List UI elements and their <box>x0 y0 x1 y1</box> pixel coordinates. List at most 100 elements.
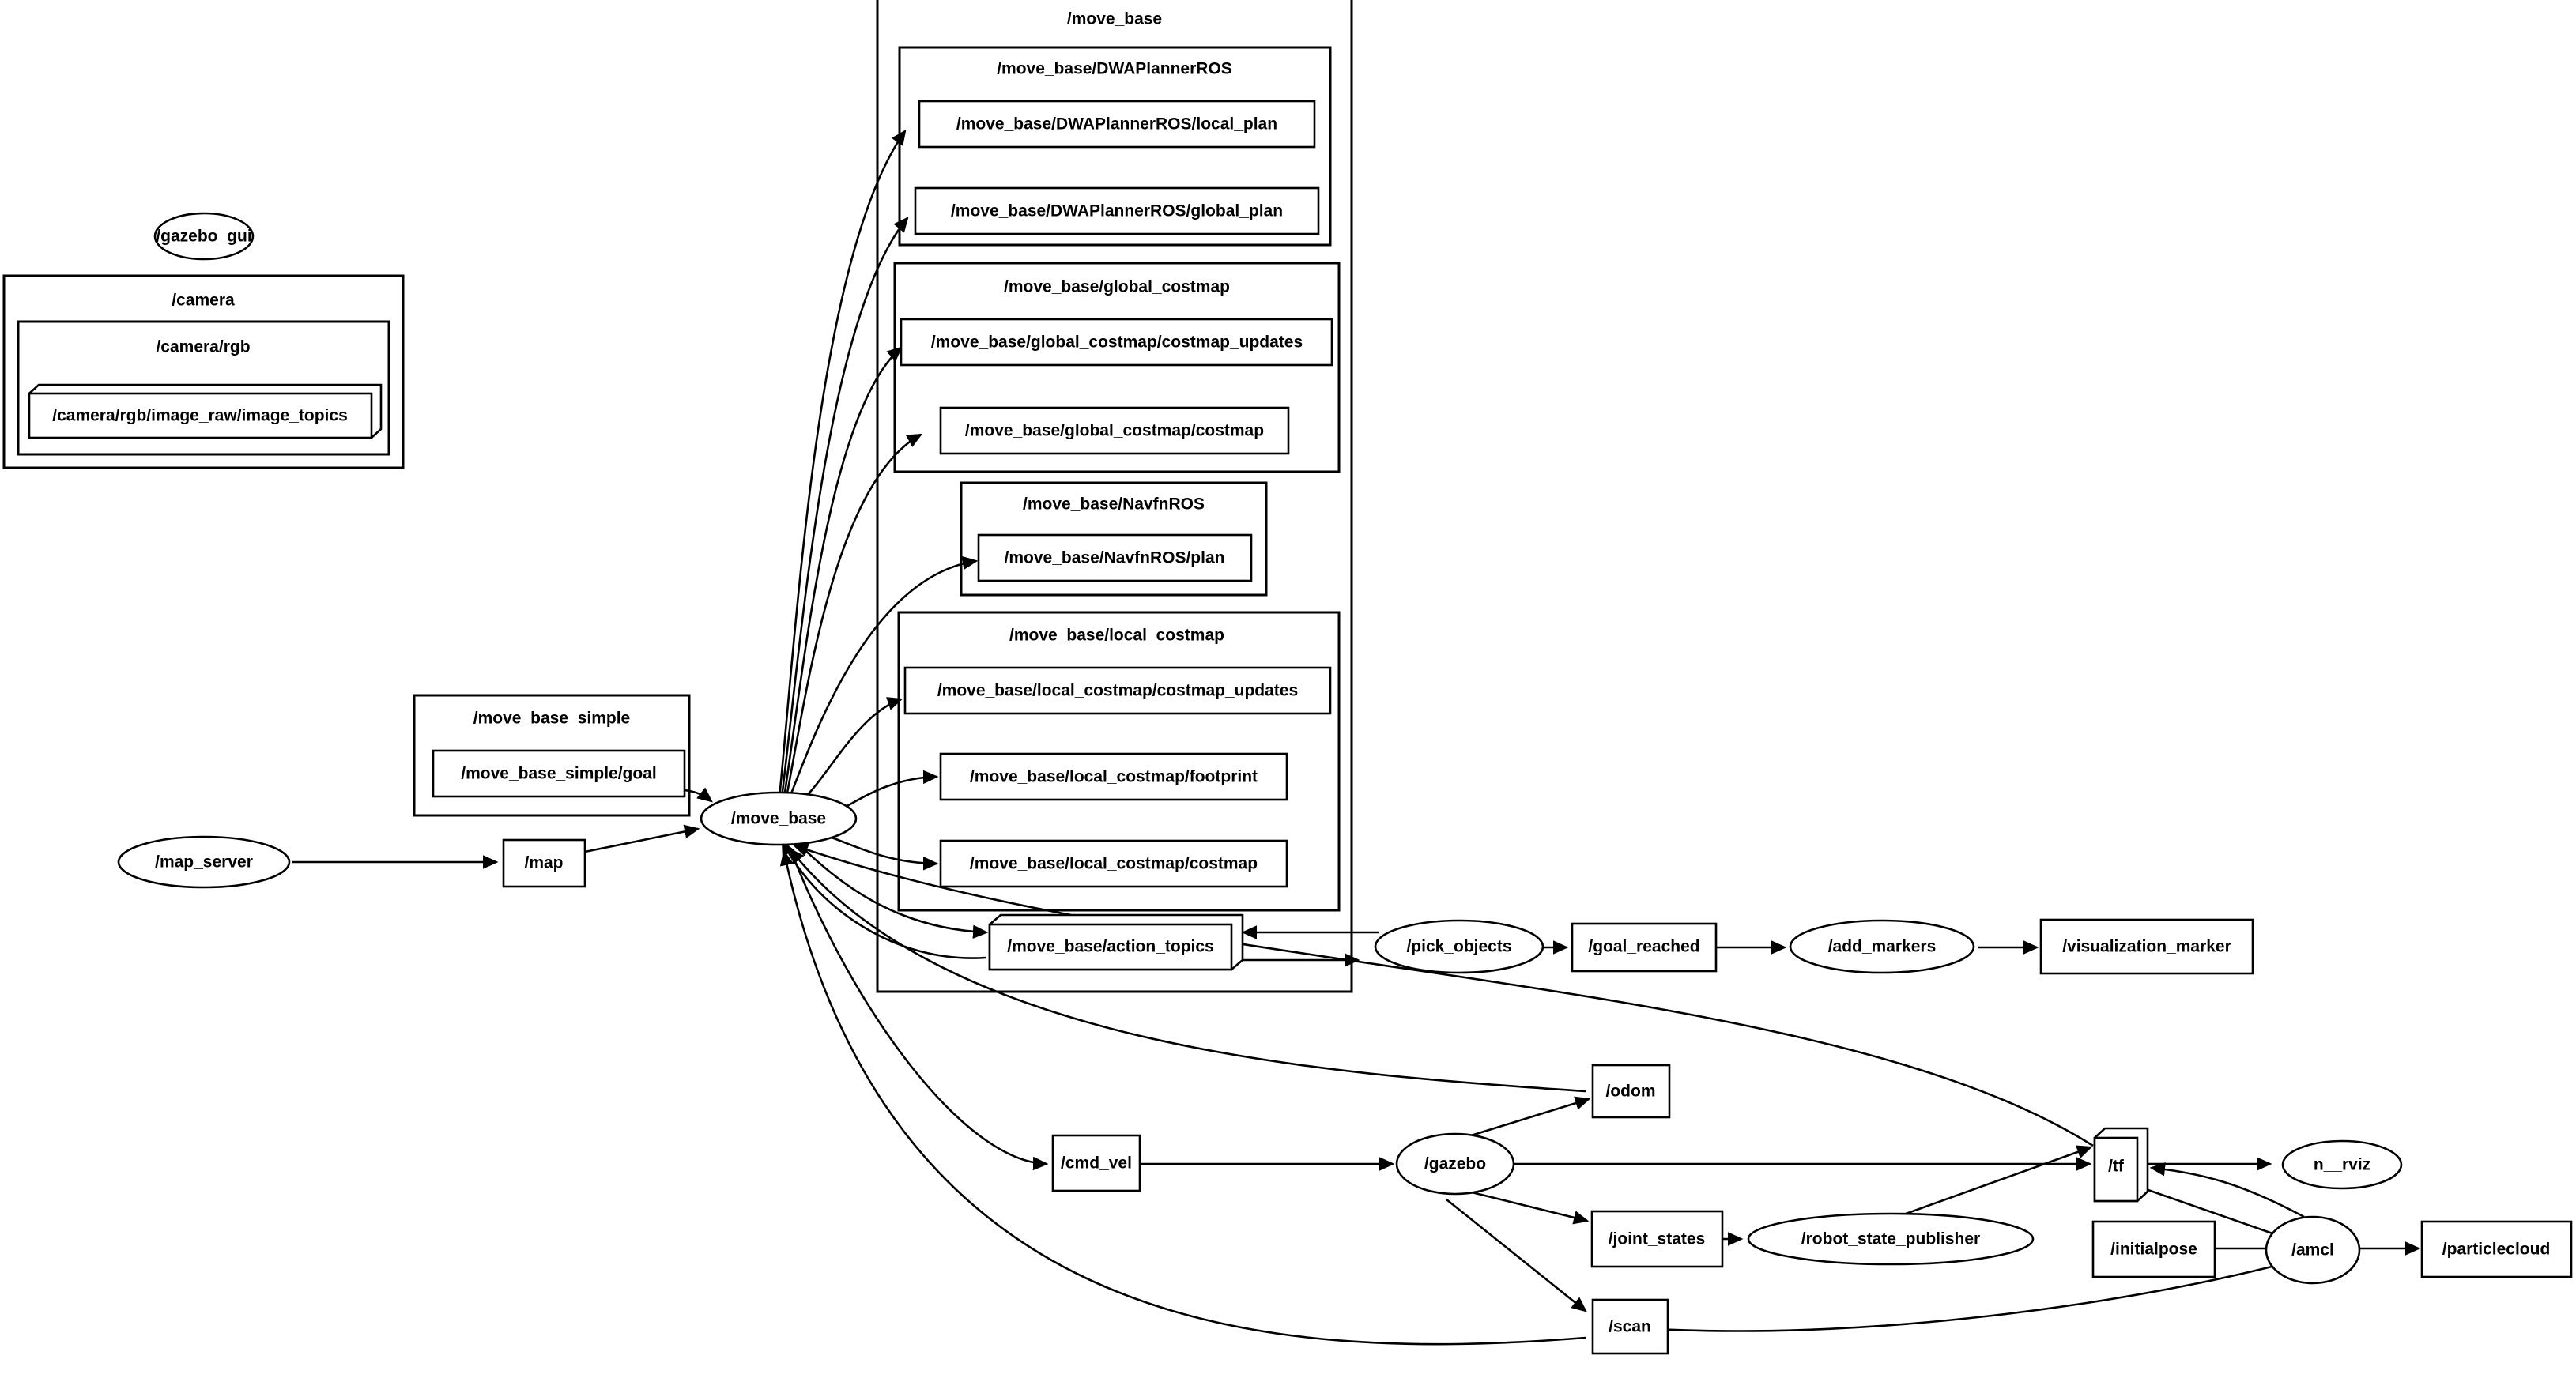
node-cmd-vel[interactable]: /cmd_vel <box>1051 1134 1141 1192</box>
node-pick-objects-label: /pick_objects <box>1406 938 1511 956</box>
edge-gazebo-to-joint-states <box>1468 1190 1590 1225</box>
node-add-markers-shape <box>1789 919 1975 974</box>
node-robot-state-publisher[interactable]: /robot_state_publisher <box>1747 1212 2035 1266</box>
node-visualization-marker-shape <box>2039 918 2254 975</box>
cluster-navfn-ros[interactable]: /move_base/NavfnROS <box>960 481 1268 597</box>
edge-goal-to-move-base <box>684 787 713 803</box>
node-tf[interactable]: /tf <box>2093 1127 2149 1203</box>
node-navfn-plan-shape <box>977 533 1253 582</box>
node-dwa-global-plan-label: /move_base/DWAPlannerROS/global_plan <box>951 202 1283 220</box>
node-action-topics-label: /move_base/action_topics <box>1007 938 1213 956</box>
node-scan-label: /scan <box>1609 1318 1651 1336</box>
cluster-dwa-planner-ros[interactable]: /move_base/DWAPlannerROS <box>898 46 1332 247</box>
node-amcl[interactable]: /amcl <box>2265 1215 2361 1285</box>
node-image-topics[interactable]: /camera/rgb/image_raw/image_topics <box>28 383 383 439</box>
node-odom[interactable]: /odom <box>1591 1064 1671 1119</box>
node-scan[interactable]: /scan <box>1591 1298 1669 1355</box>
node-global-costmap[interactable]: /move_base/global_costmap/costmap <box>939 406 1290 455</box>
node-initialpose-label: /initialpose <box>2110 1241 2197 1259</box>
node-map-server[interactable]: /map_server <box>117 835 291 889</box>
cluster-move-base-simple[interactable]: /move_base_simple <box>413 694 691 817</box>
node-joint-states-shape <box>1590 1210 1724 1268</box>
cluster-camera-rgb-box <box>17 320 390 456</box>
node-add-markers-label: /add_markers <box>1828 938 1937 956</box>
cluster-local-costmap-label: /move_base/local_costmap <box>1009 627 1224 645</box>
node-joint-states[interactable]: /joint_states <box>1590 1210 1724 1268</box>
node-goal-reached[interactable]: /goal_reached <box>1571 922 1718 973</box>
node-move-base-simple-goal[interactable]: /move_base_simple/goal <box>432 749 686 798</box>
cluster-navfn-label: /move_base/NavfnROS <box>1023 495 1205 514</box>
node-local-costmap-costmap-shape <box>939 839 1288 888</box>
node-robot-state-publisher-label: /robot_state_publisher <box>1801 1230 1980 1248</box>
node-n-rviz[interactable]: n__rviz <box>2281 1139 2403 1190</box>
node-add-markers[interactable]: /add_markers <box>1789 919 1975 974</box>
node-amcl-label: /amcl <box>2291 1241 2334 1260</box>
node-cmd-vel-shape <box>1051 1134 1141 1192</box>
node-gazebo-gui-label: /gazebo_gui <box>156 228 251 246</box>
node-joint-states-label: /joint_states <box>1609 1230 1706 1248</box>
node-gazebo-gui[interactable]: /gazebo_gui <box>153 212 255 261</box>
cluster-move-base[interactable]: /move_base <box>876 0 1353 993</box>
node-map-server-shape <box>117 835 291 889</box>
node-visualization-marker[interactable]: /visualization_marker <box>2039 918 2254 975</box>
node-particlecloud-label: /particlecloud <box>2442 1241 2551 1259</box>
node-pick-objects[interactable]: /pick_objects <box>1374 919 1544 974</box>
node-global-costmap-updates-shape <box>900 318 1333 367</box>
edge-move-base-to-navfn-plan <box>787 555 979 800</box>
cluster-global-costmap-label: /move_base/global_costmap <box>1004 278 1230 296</box>
edge-tf-to-move-base <box>792 843 2094 1147</box>
node-n-rviz-shape <box>2281 1139 2403 1190</box>
node-move-base[interactable]: /move_base <box>700 791 858 846</box>
cluster-global-costmap[interactable]: /move_base/global_costmap <box>893 262 1341 473</box>
node-particlecloud[interactable]: /particlecloud <box>2420 1220 2573 1278</box>
node-map[interactable]: /map <box>502 838 586 888</box>
node-cmd-vel-label: /cmd_vel <box>1061 1154 1132 1173</box>
node-dwa-local-plan-label: /move_base/DWAPlannerROS/local_plan <box>956 115 1277 134</box>
cluster-camera-rgb[interactable]: /camera/rgb <box>17 320 390 456</box>
cluster-move-base-simple-label: /move_base_simple <box>473 710 630 728</box>
node-dwa-local-plan[interactable]: /move_base/DWAPlannerROS/local_plan <box>918 100 1316 149</box>
cluster-dwa-box <box>898 46 1332 247</box>
node-pick-objects-shape <box>1374 919 1544 974</box>
node-navfn-plan-label: /move_base/NavfnROS/plan <box>1005 549 1225 567</box>
node-robot-state-publisher-shape <box>1747 1212 2035 1266</box>
node-goal-reached-shape <box>1571 922 1718 973</box>
node-initialpose[interactable]: /initialpose <box>2091 1220 2216 1278</box>
node-gazebo[interactable]: /gazebo <box>1395 1132 1515 1196</box>
edge-layer <box>292 130 2421 1346</box>
cluster-move-base-simple-box <box>413 694 691 817</box>
cluster-dwa-label: /move_base/DWAPlannerROS <box>997 60 1232 78</box>
cluster-global-costmap-box <box>893 262 1341 473</box>
cluster-camera[interactable]: /camera <box>2 274 405 469</box>
node-global-costmap-updates-label: /move_base/global_costmap/costmap_update… <box>931 333 1303 352</box>
node-gazebo-label: /gazebo <box>1424 1155 1486 1173</box>
node-goal-reached-label: /goal_reached <box>1588 938 1699 956</box>
cluster-local-costmap[interactable]: /move_base/local_costmap <box>897 611 1341 912</box>
cluster-camera-box <box>2 274 405 469</box>
edge-rsp-to-tf <box>1896 1145 2093 1218</box>
node-local-costmap-updates[interactable]: /move_base/local_costmap/costmap_updates <box>903 666 1332 715</box>
cluster-move-base-box <box>876 0 1353 993</box>
node-action-topics[interactable]: /move_base/action_topics <box>988 913 1244 971</box>
cluster-camera-label: /camera <box>172 292 235 310</box>
node-local-costmap-footprint-label: /move_base/local_costmap/footprint <box>970 768 1258 786</box>
node-odom-shape <box>1591 1064 1671 1119</box>
edge-odom-to-move-base <box>789 848 1586 1093</box>
edge-scan-to-move-base <box>779 849 1586 1346</box>
node-navfn-plan[interactable]: /move_base/NavfnROS/plan <box>977 533 1253 582</box>
node-dwa-global-plan[interactable]: /move_base/DWAPlannerROS/global_plan <box>914 186 1320 235</box>
node-global-costmap-updates[interactable]: /move_base/global_costmap/costmap_update… <box>900 318 1333 367</box>
node-tf-label: /tf <box>2108 1158 2125 1176</box>
node-amcl-shape <box>2265 1215 2361 1285</box>
node-local-costmap-costmap[interactable]: /move_base/local_costmap/costmap <box>939 839 1288 888</box>
node-gazebo-shape <box>1395 1132 1515 1196</box>
node-local-costmap-updates-shape <box>903 666 1332 715</box>
node-local-costmap-footprint[interactable]: /move_base/local_costmap/footprint <box>939 752 1288 801</box>
node-n-rviz-label: n__rviz <box>2314 1156 2370 1174</box>
node-local-costmap-costmap-label: /move_base/local_costmap/costmap <box>970 855 1258 873</box>
edge-move-base-to-action-topics <box>799 845 989 939</box>
node-scan-shape <box>1591 1298 1669 1355</box>
edge-move-base-to-global-plan <box>779 217 909 805</box>
